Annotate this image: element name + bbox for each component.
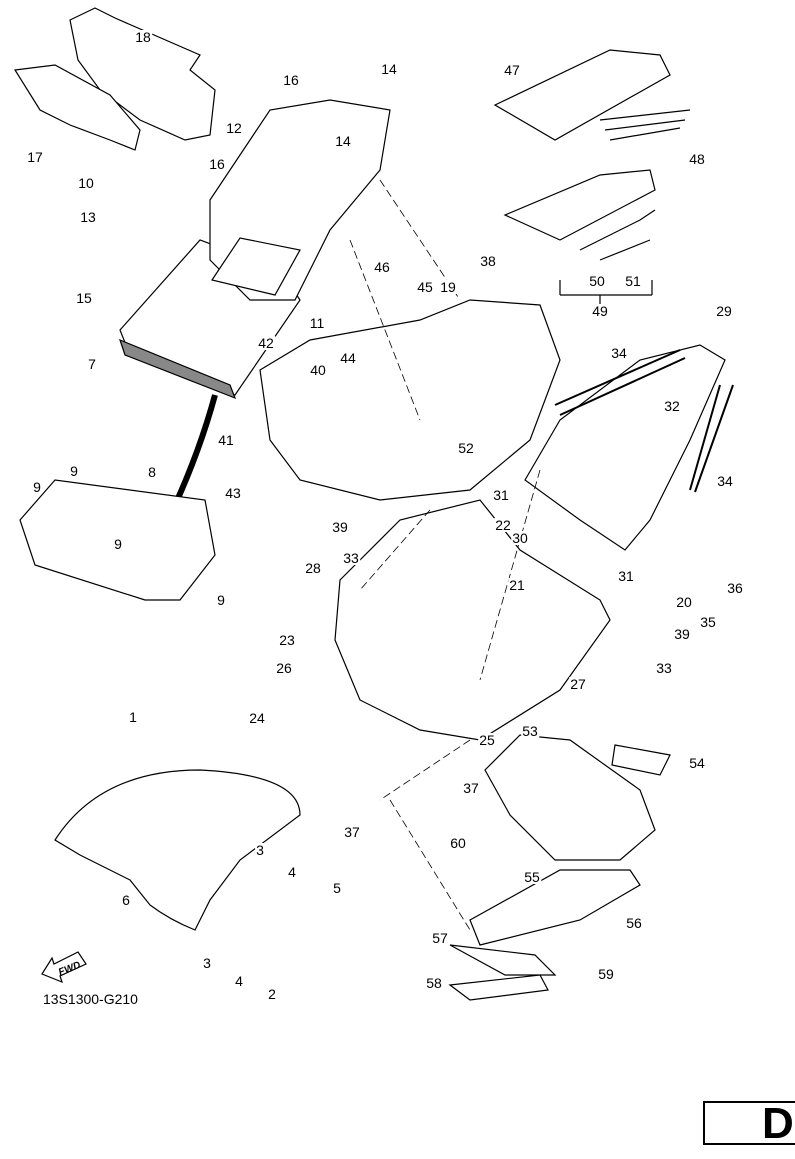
part-callout-38: 38	[479, 253, 497, 269]
part-callout-22: 22	[494, 517, 512, 533]
part-callout-4: 4	[234, 973, 244, 989]
part-29-tail-cowl	[524, 344, 726, 551]
part-callout-35: 35	[699, 614, 717, 630]
part-callout-15: 15	[75, 290, 93, 306]
part-callout-58: 58	[425, 975, 443, 991]
part-callout-26: 26	[275, 660, 293, 676]
part-50-wrench	[579, 209, 656, 261]
part-callout-8: 8	[147, 464, 157, 480]
part-callout-34: 34	[716, 473, 734, 489]
part-47-tool-bag-lower	[503, 169, 656, 241]
part-callout-34: 34	[610, 345, 628, 361]
part-58-bracket	[448, 974, 549, 1001]
part-callout-44: 44	[339, 350, 357, 366]
part-callout-55: 55	[523, 869, 541, 885]
part-callout-28: 28	[304, 560, 322, 576]
part-callout-10: 10	[77, 175, 95, 191]
part-callout-16: 16	[282, 72, 300, 88]
page-id-box: D5	[703, 1099, 795, 1148]
part-callout-49: 49	[591, 303, 609, 319]
part-57-bracket	[449, 944, 557, 976]
part-callout-4: 4	[287, 864, 297, 880]
part-callout-17: 17	[26, 149, 44, 165]
part-callout-31: 31	[492, 487, 510, 503]
page-id: D5	[762, 1099, 795, 1148]
part-callout-59: 59	[597, 966, 615, 982]
part-callout-46: 46	[373, 259, 391, 275]
part-callout-21: 21	[508, 577, 526, 593]
part-callout-30: 30	[511, 530, 529, 546]
part-callout-9: 9	[216, 592, 226, 608]
rear-subframe	[334, 499, 611, 741]
part-callout-3: 3	[202, 955, 212, 971]
part-callout-33: 33	[655, 660, 673, 676]
part-callout-18: 18	[134, 29, 152, 45]
part-callout-14: 14	[380, 61, 398, 77]
part-callout-51: 51	[624, 273, 642, 289]
part-callout-7: 7	[87, 356, 97, 372]
part-17-panel	[13, 64, 141, 151]
fwd-arrow-icon: FWD	[40, 944, 90, 989]
part-callout-47: 47	[503, 62, 521, 78]
part-callout-39: 39	[331, 519, 349, 535]
part-callout-37: 37	[343, 824, 361, 840]
part-callout-29: 29	[715, 303, 733, 319]
part-callout-33: 33	[342, 550, 360, 566]
part-48-tool	[599, 109, 691, 141]
part-callout-32: 32	[663, 398, 681, 414]
part-54-reflector	[611, 744, 671, 776]
part-callout-6: 6	[121, 892, 131, 908]
part-callout-43: 43	[224, 485, 242, 501]
part-callout-27: 27	[569, 676, 587, 692]
part-callout-39: 39	[673, 626, 691, 642]
part-callout-53: 53	[521, 723, 539, 739]
part-callout-3: 3	[255, 842, 265, 858]
part-callout-36: 36	[726, 580, 744, 596]
part-callout-9: 9	[32, 479, 42, 495]
part-47-tool-bag	[493, 49, 671, 141]
part-callout-2: 2	[267, 986, 277, 1002]
part-callout-14: 14	[334, 133, 352, 149]
part-callout-16: 16	[208, 156, 226, 172]
part-callout-9: 9	[113, 536, 123, 552]
part-18-panel	[69, 7, 216, 141]
part-callout-56: 56	[625, 915, 643, 931]
part-callout-37: 37	[462, 780, 480, 796]
part-callout-31: 31	[617, 568, 635, 584]
part-callout-19: 19	[439, 279, 457, 295]
part-1-front-fender	[54, 769, 301, 931]
drawing-code: 13S1300-G210	[43, 991, 138, 1007]
part-callout-13: 13	[79, 209, 97, 225]
main-frame	[259, 299, 561, 501]
part-callout-45: 45	[416, 279, 434, 295]
part-callout-12: 12	[225, 120, 243, 136]
part-callout-5: 5	[332, 880, 342, 896]
part-callout-23: 23	[278, 632, 296, 648]
part-callout-52: 52	[457, 440, 475, 456]
part-callout-11: 11	[308, 315, 326, 331]
part-callout-50: 50	[588, 273, 606, 289]
part-56-bracket	[469, 869, 641, 946]
part-callout-40: 40	[309, 362, 327, 378]
part-callout-42: 42	[257, 335, 275, 351]
part-callout-57: 57	[431, 930, 449, 946]
part-callout-25: 25	[478, 732, 496, 748]
part-callout-60: 60	[449, 835, 467, 851]
part-callout-41: 41	[217, 432, 235, 448]
part-callout-1: 1	[128, 709, 138, 725]
part-callout-20: 20	[675, 594, 693, 610]
part-callout-24: 24	[248, 710, 266, 726]
part-callout-48: 48	[688, 151, 706, 167]
part-callout-54: 54	[688, 755, 706, 771]
part-callout-9: 9	[69, 463, 79, 479]
